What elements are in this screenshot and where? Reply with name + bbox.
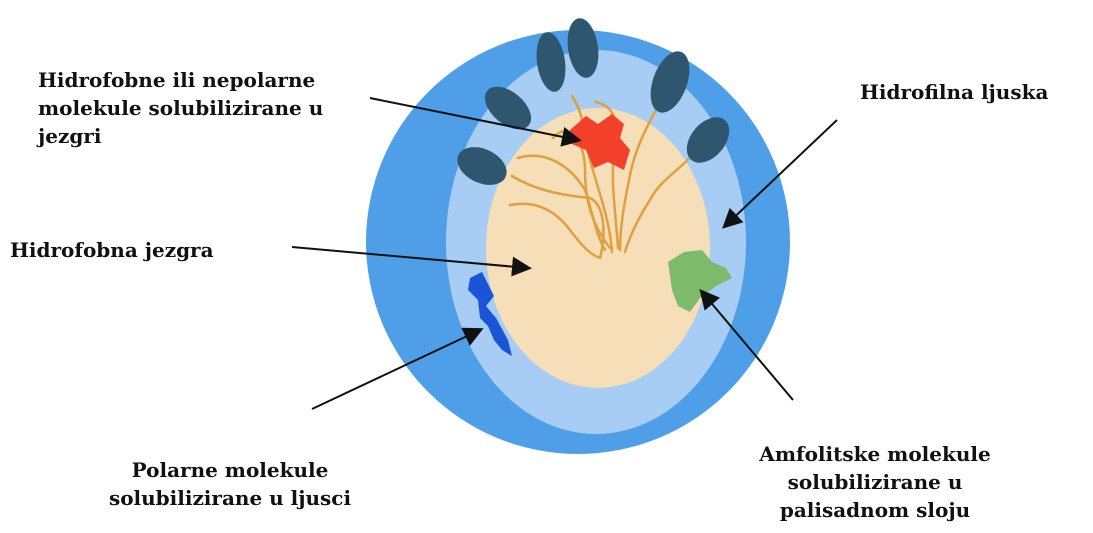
- label-hydrophobic-core: Hidrofobna jezgra: [10, 236, 214, 264]
- label-line: Hidrofobna jezgra: [10, 236, 214, 264]
- label-hydrophilic-shell: Hidrofilna ljuska: [860, 78, 1048, 106]
- label-ampholytic-molecules: Amfolitske molekule solubilizirane u pal…: [735, 440, 1015, 524]
- label-line: palisadnom sloju: [735, 496, 1015, 524]
- label-line: solubilizirane u: [735, 468, 1015, 496]
- label-line: Amfolitske molekule: [735, 440, 1015, 468]
- label-line: molekule solubilizirane u: [38, 94, 323, 122]
- label-line: Hidrofilna ljuska: [860, 78, 1048, 106]
- label-line: Polarne molekule: [100, 456, 360, 484]
- label-line: jezgri: [38, 122, 323, 150]
- label-hydrophobic-molecules: Hidrofobne ili nepolarne molekule solubi…: [38, 66, 323, 150]
- label-polar-molecules: Polarne molekule solubilizirane u ljusci: [100, 456, 360, 512]
- label-line: solubilizirane u ljusci: [100, 484, 360, 512]
- label-line: Hidrofobne ili nepolarne: [38, 66, 323, 94]
